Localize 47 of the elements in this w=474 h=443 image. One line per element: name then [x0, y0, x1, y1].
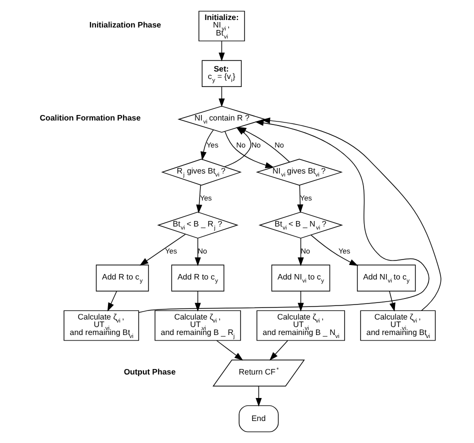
arrow: [200, 129, 214, 160]
edge-label: No: [197, 246, 207, 256]
arrow: [218, 40, 224, 62]
node-diamond: NI$_{vi}$ gives Bt$_{vi}$ ?: [255, 158, 342, 186]
node-diamond: Bt$_{vi}$ < B _ N$_{vi}$ ?: [258, 212, 342, 239]
node-box: Add R to c$_{y}$: [170, 264, 224, 292]
node-box: Add NI$_{vi}$ to c$_{y}$: [356, 264, 416, 292]
node-diamond: Bt$_{vi}$ < B _ R$_{j}$ ?: [156, 212, 238, 239]
arrow: [296, 185, 303, 214]
arrow: [138, 120, 429, 313]
arrow: [194, 290, 200, 312]
arrow: [196, 184, 202, 214]
arrow: [268, 340, 288, 361]
node-box: Initialize: NI$_{vi}$ , Bt$_{vi}$: [198, 10, 244, 42]
edge-label: No: [236, 140, 246, 150]
arrow: [297, 290, 304, 312]
node-box: Set: c$_{y}$ = {v$_{i}$}: [201, 60, 242, 87]
label: Initialization Phase: [88, 20, 161, 30]
node-box: Calculate ζ$_{vi}$ , UT$_{vi}$ and remaining Bt$_{vi}$: [360, 310, 436, 341]
edge-label: No: [274, 140, 284, 150]
arrow: [297, 238, 304, 266]
edge-label: Yes: [206, 140, 218, 150]
edge-label: No: [300, 246, 310, 256]
label: Coalition Formation Phase: [39, 114, 140, 123]
arrow: [260, 118, 441, 311]
arrow: [255, 386, 262, 407]
node-box: Calculate ζ$_{vi}$ , UT$_{vi}$ and remaining B _ R$_{j}$: [154, 310, 240, 341]
edge-label: Yes: [199, 193, 212, 202]
edge-label: No: [250, 140, 260, 150]
arrow: [388, 290, 395, 312]
arrow: [237, 126, 290, 162]
arrow: [224, 131, 274, 168]
edge-label: Yes: [164, 246, 176, 256]
node-box: Calculate ζ$_{vi}$ , UT$_{vi}$ and remaining B _ N$_{vi}$: [256, 310, 344, 341]
arrow: [218, 86, 224, 108]
arrow: [106, 290, 117, 312]
arrow: [139, 234, 186, 266]
arrow: [194, 238, 200, 266]
node-box: End: [238, 405, 278, 432]
arrow: [216, 340, 243, 361]
edge-label: Yes: [338, 246, 350, 256]
node-box: Add R to c$_{y}$: [95, 264, 148, 292]
arrow: [310, 234, 358, 266]
node-box: Add NI$_{vi}$ to c$_{y}$: [270, 264, 330, 292]
node-diamond: R$_{j}$ gives Bt$_{vi}$ ?: [160, 158, 242, 186]
label: Output Phase: [123, 367, 176, 376]
node-box: Calculate ζ$_{vi}$ , UT$_{vi}$ and remaining Bt$_{vi}$: [63, 310, 139, 341]
